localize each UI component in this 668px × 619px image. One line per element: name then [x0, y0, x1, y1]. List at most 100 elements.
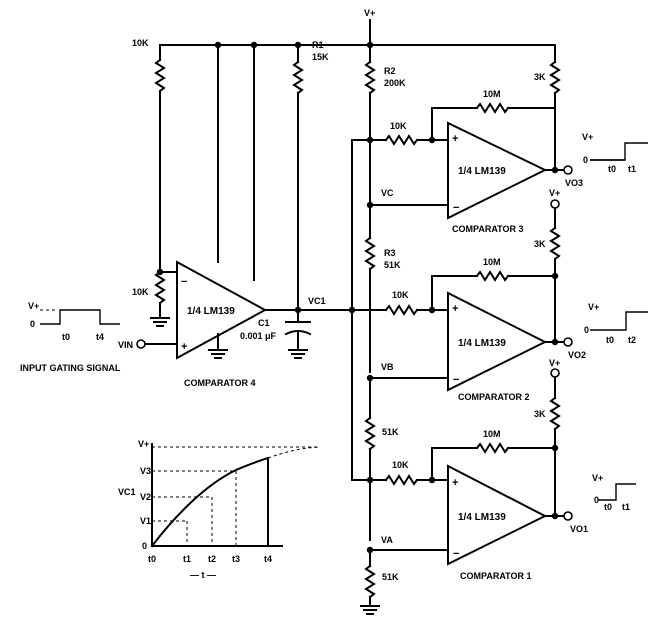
graph-t0-label: t0	[148, 554, 156, 564]
comp1-minus-label: −	[453, 548, 459, 560]
node-va-label: VA	[381, 535, 393, 545]
graph-v2-label: V2	[140, 492, 151, 502]
comp3-plus-label: +	[452, 133, 458, 145]
comp2-input-network	[351, 270, 565, 382]
comparator-1	[447, 464, 548, 566]
vplus-comp1-terminal	[550, 368, 560, 378]
graph-v1-label: V1	[140, 516, 151, 526]
input-vplus-label: V+	[28, 301, 39, 311]
comp1-feedback-label: 10M	[483, 429, 501, 439]
vplus-top-label: V+	[364, 8, 375, 18]
vplus-comp2-label: V+	[549, 188, 560, 198]
vo2-waveform	[590, 311, 648, 331]
graph-t2-label: t2	[208, 554, 216, 564]
capacitor-c1	[284, 309, 312, 359]
vin-terminal	[136, 339, 146, 349]
vo1-waveform	[598, 483, 636, 501]
comp3-minus-label: −	[453, 202, 459, 214]
comp4-plus-label: +	[181, 341, 187, 353]
vc1-bus	[264, 139, 371, 481]
r-10k-comp4-label: 10K	[132, 287, 149, 297]
vo1-vplus-label: V+	[592, 473, 603, 483]
vo1-t0-label: t0	[604, 502, 612, 512]
resistor-3k-comp1	[549, 377, 561, 517]
comp2-ref-resistor-label: 10K	[392, 290, 409, 300]
vo3-waveform	[590, 142, 648, 161]
r-51k-mid-label: 51K	[382, 427, 399, 437]
timing-graph	[150, 443, 321, 548]
resistor-r2	[364, 44, 376, 239]
r-3k-comp1-label: 3K	[534, 409, 546, 419]
resistor-51k-mid	[364, 377, 376, 541]
r3-name-label: R3	[384, 248, 396, 258]
vo2-t2-label: t2	[628, 335, 636, 345]
graph-vc1-axis-label: VC1	[118, 487, 136, 497]
vo2-terminal	[563, 337, 573, 347]
vo2-label: VO2	[568, 350, 586, 360]
input-gating-signal-label: INPUT GATING SIGNAL	[20, 363, 121, 373]
input-t4-label: t4	[96, 332, 104, 342]
input-zero-label: 0	[30, 319, 35, 329]
graph-t-axis-label: — t —	[190, 570, 216, 580]
comp1-part-label: 1/4 LM139	[458, 512, 506, 523]
comp1-name-label: COMPARATOR 1	[460, 571, 532, 581]
comparator-3	[447, 121, 548, 220]
vo2-zero-label: 0	[584, 325, 589, 335]
supply-rail	[159, 19, 556, 49]
comp4-input-network	[144, 270, 228, 359]
comp3-part-label: 1/4 LM139	[458, 166, 506, 177]
graph-vplus-label: V+	[138, 439, 149, 449]
r-3k-comp3-label: 3K	[534, 72, 546, 82]
r2-value-label: 200K	[384, 78, 406, 88]
resistor-10k-left	[154, 44, 166, 276]
c1-name-label: C1	[258, 318, 270, 328]
r3-value-label: 51K	[384, 260, 401, 270]
input-gating-waveform	[40, 309, 120, 325]
comp3-name-label: COMPARATOR 3	[452, 224, 524, 234]
vo3-t0-label: t0	[608, 164, 616, 174]
vo3-zero-label: 0	[583, 155, 588, 165]
vo3-label: VO3	[565, 178, 583, 188]
comp1-ref-resistor-label: 10K	[392, 460, 409, 470]
comp2-feedback-label: 10M	[483, 257, 501, 267]
r1-value-label: 15K	[312, 52, 329, 62]
r-10k-left-label: 10K	[132, 38, 149, 48]
comp3-ref-resistor-label: 10K	[390, 121, 407, 131]
vin-label: VIN	[118, 340, 133, 350]
vo3-vplus-label: V+	[582, 132, 593, 142]
graph-t4-label: t4	[264, 554, 272, 564]
r2-name-label: R2	[384, 66, 396, 76]
r1-name-label: R1	[312, 40, 324, 50]
comparator-2	[447, 291, 548, 392]
comp3-input-network	[366, 102, 565, 209]
resistor-r1	[292, 44, 304, 311]
comp2-plus-label: +	[452, 303, 458, 315]
comp3-feedback-label: 10M	[483, 89, 501, 99]
comp2-minus-label: −	[453, 374, 459, 386]
graph-t1-label: t1	[183, 554, 191, 564]
node-vb-label: VB	[381, 362, 394, 372]
ground-symbol-bottom	[360, 605, 380, 615]
resistor-r3	[364, 236, 376, 373]
c1-value-label: 0.001 μF	[240, 331, 277, 341]
comparator-4	[176, 260, 268, 360]
comp4-name-label: COMPARATOR 4	[184, 378, 256, 388]
resistor-51k-bottom	[364, 549, 376, 607]
comp4-minus-label: −	[181, 276, 187, 288]
graph-zero-label: 0	[142, 541, 147, 551]
vo3-terminal	[563, 165, 573, 175]
node-vc-label: VC	[381, 188, 394, 198]
node-vc1-label: VC1	[308, 296, 326, 306]
r-3k-comp2-label: 3K	[534, 239, 546, 249]
comp1-plus-label: +	[452, 477, 458, 489]
comp2-name-label: COMPARATOR 2	[458, 392, 530, 402]
vo1-terminal	[563, 511, 573, 521]
comp2-part-label: 1/4 LM139	[458, 338, 506, 349]
graph-t3-label: t3	[232, 554, 240, 564]
r-51k-bottom-label: 51K	[382, 572, 399, 582]
vplus-comp2-terminal	[550, 199, 560, 209]
vo2-t0-label: t0	[606, 335, 614, 345]
comp4-part-label: 1/4 LM139	[187, 306, 235, 317]
vo1-t1-label: t1	[622, 502, 630, 512]
